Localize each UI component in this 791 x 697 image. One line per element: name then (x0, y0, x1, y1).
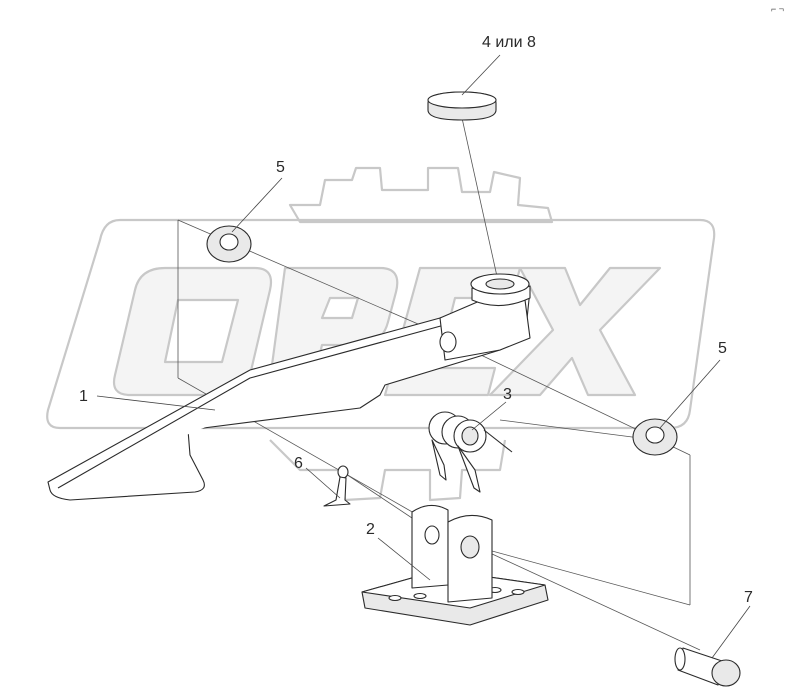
axis-line-spring (499, 419, 641, 439)
part-cap (427, 91, 497, 121)
label-2: 2 (366, 521, 375, 538)
part-torsion-spring (428, 411, 513, 493)
bracket-slot-1 (388, 594, 402, 602)
axis-line-lower-right (469, 544, 691, 606)
leader-6 (305, 467, 341, 499)
part-cotter-clip (323, 465, 351, 507)
leader-1 (96, 395, 216, 411)
pin-head (711, 659, 741, 687)
bracket-ear-front-hole (460, 535, 480, 559)
label-3: 3 (503, 386, 512, 403)
leader-lines (96, 54, 751, 659)
label-5-right: 5 (718, 340, 727, 357)
leader-3 (471, 401, 507, 431)
leader-4-or-8 (461, 54, 501, 96)
part-bracket (361, 504, 549, 626)
label-7: 7 (744, 589, 753, 606)
callout-labels: 4 или 8 5 5 1 3 6 2 7 (79, 34, 753, 606)
pedal-lever-arm-edge (57, 317, 471, 489)
bracket-ear-back (411, 504, 449, 589)
label-1: 1 (79, 388, 88, 405)
label-5-top: 5 (276, 159, 285, 176)
watermark-letter-o (112, 266, 273, 397)
part-pedal-lever (47, 273, 531, 501)
leader-5-top (231, 177, 283, 233)
part-washer-top (206, 225, 252, 263)
bracket-ear-front (447, 514, 493, 603)
label-4-or-8: 4 или 8 (482, 34, 536, 51)
pin-tip (674, 647, 686, 671)
axis-line-cap (461, 117, 501, 291)
bracket-slot-2 (413, 592, 427, 600)
part-pin (674, 647, 741, 687)
watermark-letter-x (488, 266, 662, 397)
spring-tail (483, 429, 513, 453)
spring-leg-right (457, 445, 481, 493)
leader-7 (711, 605, 751, 659)
pedal-hub-block (439, 299, 531, 361)
leader-5-right (659, 359, 721, 429)
watermark-gear (288, 166, 554, 224)
bracket-ear-back-hole (424, 525, 440, 545)
part-washer-right (632, 418, 678, 456)
pedal-hub-bore (485, 278, 515, 290)
leader-2 (377, 537, 431, 581)
axis-line-pin (489, 552, 701, 651)
pedal-hub-hole (439, 331, 457, 353)
corner-mark: ⌐ ¬ (771, 4, 784, 14)
bracket-slot-4 (511, 588, 525, 596)
label-6: 6 (294, 455, 303, 472)
spring-leg-left (431, 439, 447, 481)
